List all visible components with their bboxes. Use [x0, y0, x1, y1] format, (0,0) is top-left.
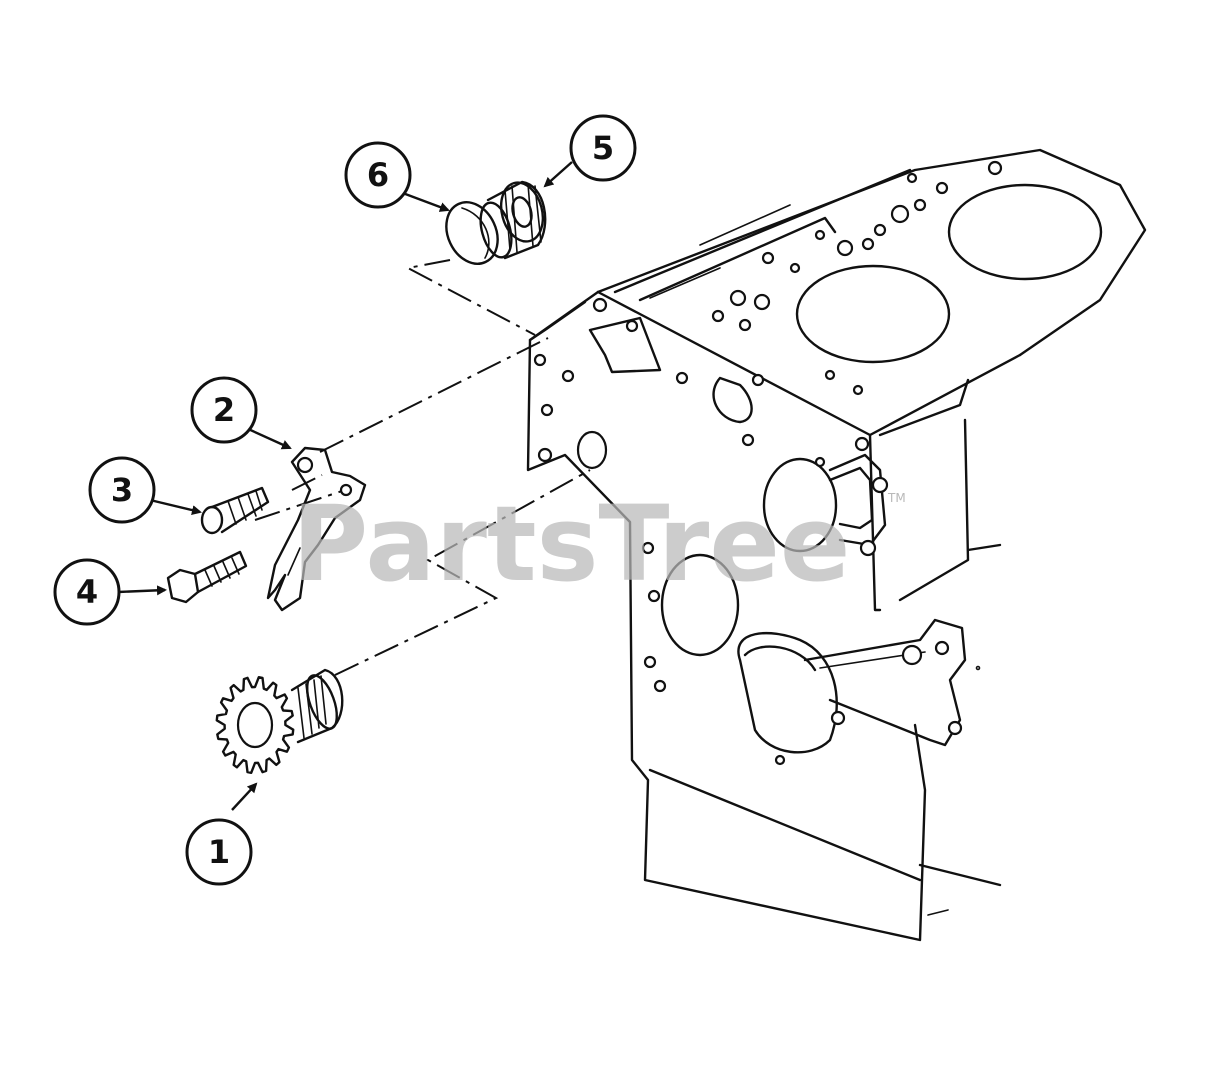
- callout-3: 3: [88, 456, 156, 524]
- callout-6-label: 6: [367, 156, 389, 194]
- callout-6: 6: [344, 141, 412, 209]
- callout-arrows: [117, 161, 573, 811]
- engine-block: [526, 148, 1147, 942]
- part-4-bolt: [166, 550, 248, 604]
- part-6-plug: [445, 201, 499, 265]
- part-1-sprocket: [215, 668, 344, 774]
- arrow-2: [245, 426, 292, 450]
- assembly-lines: [254, 259, 591, 676]
- callout-4-label: 4: [76, 573, 98, 611]
- arrow-6: [399, 190, 450, 212]
- callout-3-label: 3: [111, 471, 133, 509]
- face-holes: [533, 297, 889, 766]
- watermark: PartsTree: [292, 483, 850, 605]
- callout-5: 5: [569, 114, 637, 182]
- arrow-5: [543, 161, 573, 188]
- callout-1: 1: [185, 818, 253, 886]
- part-5-bushing: [479, 180, 547, 260]
- arrow-1: [231, 782, 258, 811]
- callout-5-label: 5: [592, 129, 614, 167]
- deck-holes: [711, 160, 1003, 396]
- callout-2: 2: [190, 376, 258, 444]
- part-2-lever: [266, 446, 367, 612]
- arrow-4: [117, 585, 167, 596]
- callout-1-label: 1: [208, 833, 230, 871]
- arrow-3: [149, 498, 202, 515]
- part-3-screw: [200, 486, 270, 535]
- callout-2-label: 2: [213, 391, 235, 429]
- callout-4: 4: [53, 558, 121, 626]
- watermark-trademark: TM: [887, 491, 906, 505]
